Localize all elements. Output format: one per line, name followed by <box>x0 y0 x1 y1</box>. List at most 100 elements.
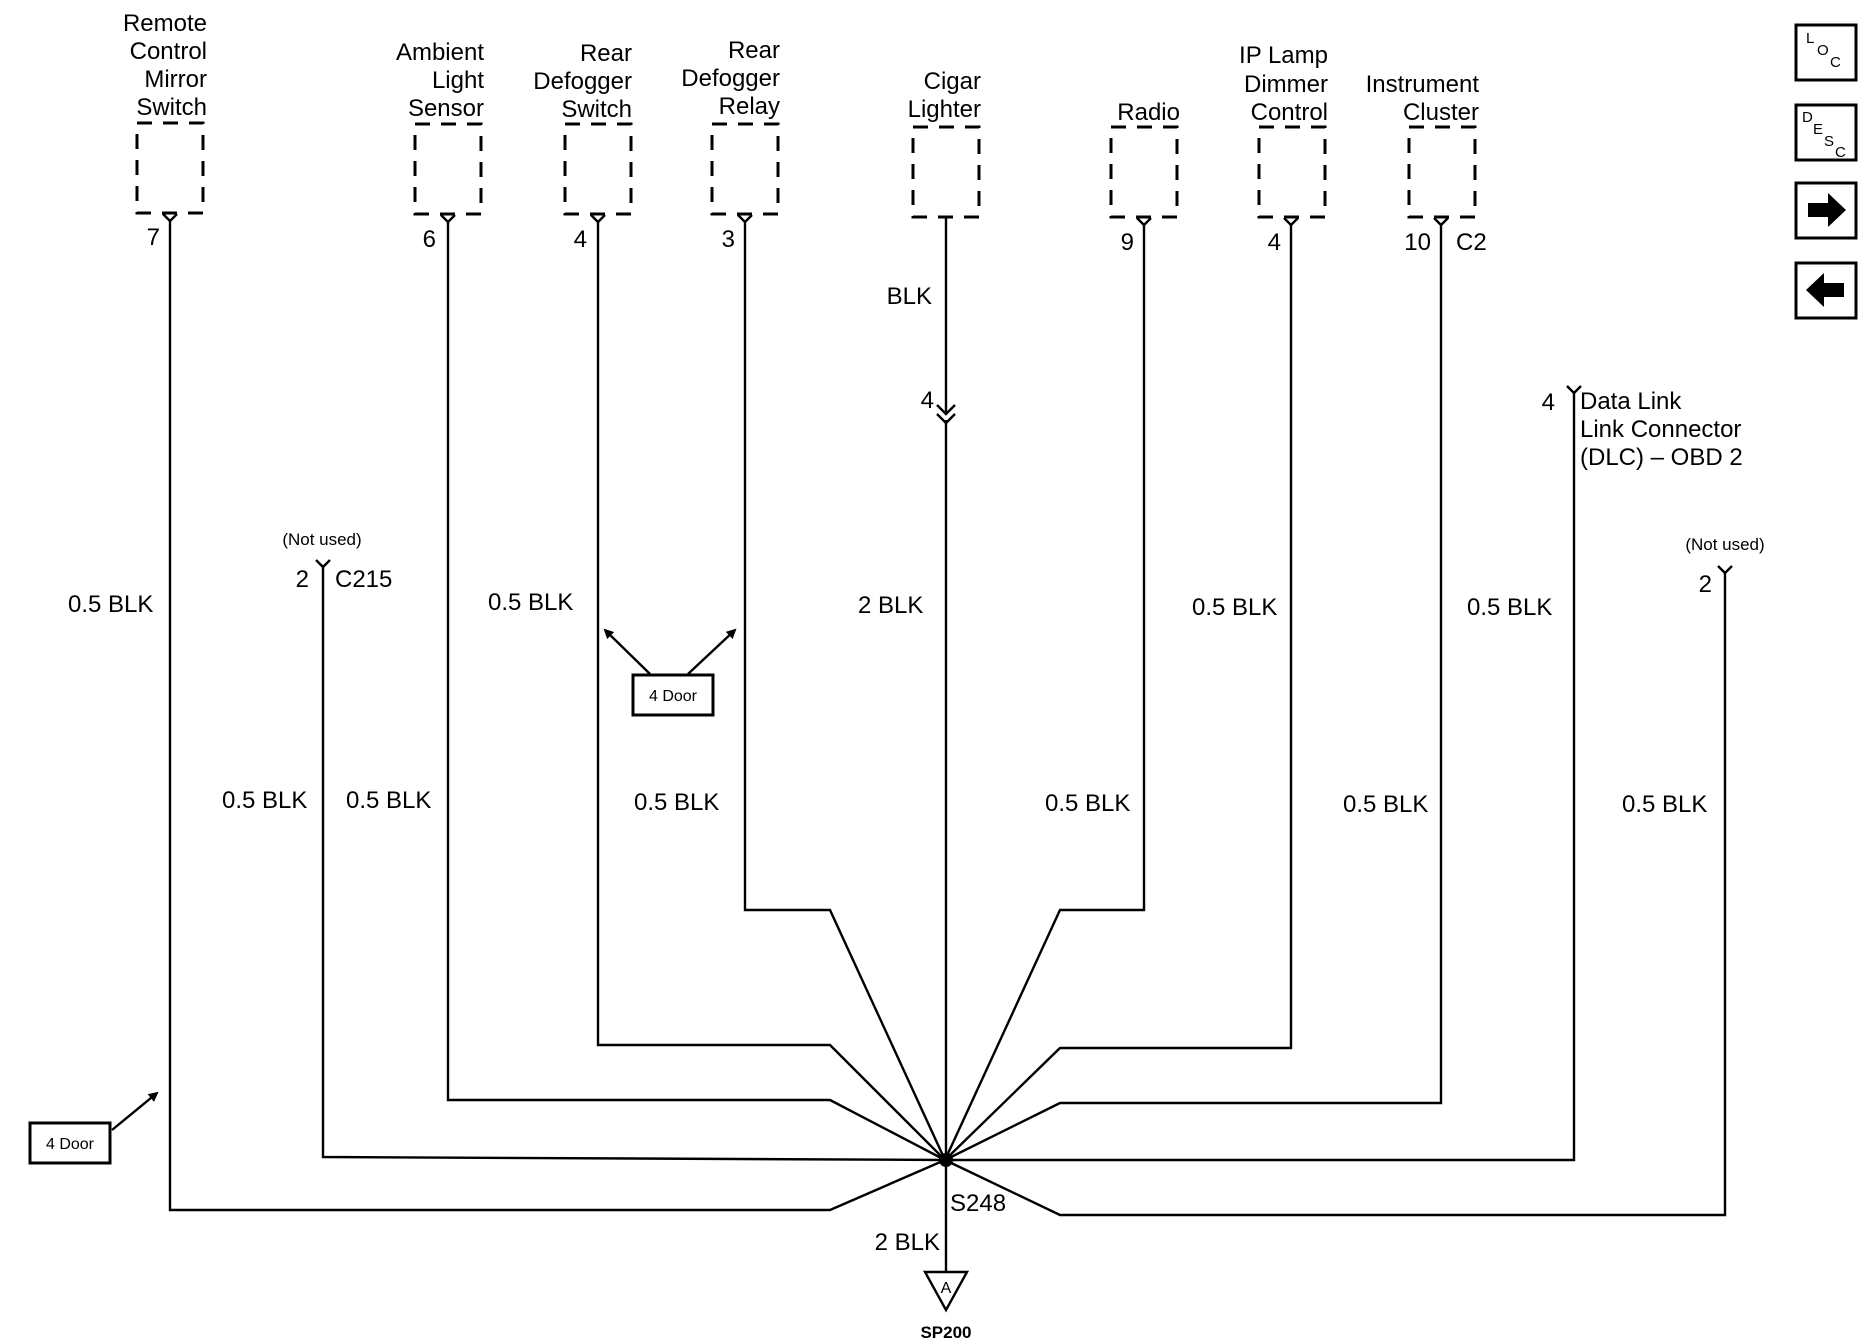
ground-name: SP200 <box>920 1323 971 1342</box>
wire-mirror <box>168 221 946 1212</box>
svg-text:D: D <box>1802 109 1813 126</box>
svg-text:Sensor: Sensor <box>408 95 484 122</box>
right-arrow-icon <box>1808 193 1846 227</box>
component-box-ambient-light-sensor <box>413 122 483 216</box>
option-box-defogger: 4 Door <box>603 628 737 717</box>
component-label-dlc: Data Link Link Connector (DLC) – OBD 2 <box>1580 388 1743 471</box>
component-label-ambient-light-sensor: Ambient Light Sensor <box>396 39 484 122</box>
wire-label-cigar: 2 BLK <box>858 592 923 619</box>
wire-dlc <box>945 393 1576 1162</box>
component-label-rear-defogger-switch: Rear Defogger Switch <box>533 40 632 123</box>
prev-button[interactable] <box>1794 261 1858 320</box>
right-not-used-note: (Not used) <box>1685 535 1764 554</box>
wire-label-cigar-top: BLK <box>887 283 932 310</box>
component-box-rear-defogger-switch <box>563 122 633 216</box>
component-label-ip-lamp-dimmer-control: IP Lamp Dimmer Control <box>1239 42 1328 126</box>
wire-label-dlc-lower: 0.5 BLK <box>1622 791 1707 818</box>
svg-text:4 Door: 4 Door <box>649 688 698 705</box>
wire-cluster <box>944 225 1443 1162</box>
wire-label-defog-relay: 0.5 BLK <box>634 789 719 816</box>
svg-text:Cigar: Cigar <box>924 68 981 95</box>
pin-c215: 2 <box>296 566 309 593</box>
component-box-instrument-cluster <box>1407 125 1477 219</box>
svg-text:4 Door: 4 Door <box>46 1136 95 1153</box>
svg-text:O: O <box>1817 42 1829 59</box>
component-label-radio: Radio <box>1117 99 1180 126</box>
wire-label-defog-switch: 0.5 BLK <box>488 589 573 616</box>
pin-cigar-inline: 4 <box>921 387 934 414</box>
pin-ip-lamp: 4 <box>1268 229 1281 256</box>
wire-radio <box>943 225 1146 1161</box>
wire-ip-lamp <box>944 225 1293 1161</box>
svg-text:Switch: Switch <box>561 96 632 123</box>
ground-symbol: A SP200 <box>920 1270 972 1342</box>
connector-c215: C215 <box>335 566 392 593</box>
svg-text:Cluster: Cluster <box>1403 99 1479 126</box>
splice-name: S248 <box>950 1190 1006 1217</box>
svg-text:Control: Control <box>130 38 207 65</box>
svg-text:Switch: Switch <box>136 94 207 121</box>
component-box-rear-defogger-relay <box>710 122 780 216</box>
pin-right-unused: 2 <box>1699 571 1712 598</box>
pin-cluster: 10 <box>1404 229 1431 256</box>
svg-text:Defogger: Defogger <box>681 65 780 92</box>
component-label-cigar-lighter: Cigar Lighter <box>908 68 981 123</box>
svg-text:Data Link: Data Link <box>1580 388 1682 415</box>
wire-label-cluster: 0.5 BLK <box>1343 791 1428 818</box>
splice-s248 <box>939 1153 953 1167</box>
wire-label-c215: 0.5 BLK <box>222 787 307 814</box>
pin-radio: 9 <box>1121 229 1134 256</box>
svg-text:Rear: Rear <box>728 37 780 64</box>
svg-text:Relay: Relay <box>719 93 780 120</box>
svg-text:Control: Control <box>1251 99 1328 126</box>
component-box-remote-control-mirror-switch <box>135 121 205 215</box>
c215-not-used-note: (Not used) <box>282 530 361 549</box>
component-box-cigar-lighter <box>911 125 981 219</box>
svg-text:Defogger: Defogger <box>533 68 632 95</box>
next-button[interactable] <box>1794 181 1858 240</box>
svg-text:Radio: Radio <box>1117 99 1180 126</box>
component-label-rear-defogger-relay: Rear Defogger Relay <box>681 37 780 120</box>
component-box-ip-lamp-dimmer-control <box>1257 125 1327 219</box>
svg-text:Light: Light <box>432 67 484 94</box>
wire-defog-switch <box>596 222 946 1161</box>
wire-labels: 0.5 BLK 0.5 BLK 0.5 BLK 0.5 BLK 0.5 BLK … <box>68 589 1707 818</box>
ground-letter: A <box>941 1280 952 1297</box>
svg-text:C: C <box>1835 144 1846 161</box>
pin-connectors <box>162 213 1733 575</box>
svg-text:Link Connector: Link Connector <box>1580 416 1741 443</box>
svg-text:Remote: Remote <box>123 10 207 37</box>
svg-text:C: C <box>1830 54 1841 71</box>
component-label-remote-control-mirror-switch: Remote Control Mirror Switch <box>123 10 207 121</box>
wire-label-mirror: 0.5 BLK <box>68 591 153 618</box>
wire-defog-relay <box>743 222 947 1161</box>
pin-dlc: 4 <box>1542 389 1555 416</box>
option-box-mirror: 4 Door <box>28 1091 159 1165</box>
component-label-instrument-cluster: Instrument Cluster <box>1366 71 1480 126</box>
svg-text:L: L <box>1806 30 1814 47</box>
left-arrow-icon <box>1806 273 1844 307</box>
desc-button[interactable]: D E S C <box>1794 103 1858 162</box>
pin-defog-switch: 4 <box>574 226 587 253</box>
svg-text:IP Lamp: IP Lamp <box>1239 42 1328 69</box>
wire-label-radio: 0.5 BLK <box>1045 790 1130 817</box>
svg-text:S: S <box>1824 133 1834 150</box>
component-box-radio <box>1109 125 1179 219</box>
connector-c2: C2 <box>1456 229 1487 256</box>
svg-text:Instrument: Instrument <box>1366 71 1480 98</box>
svg-text:Dimmer: Dimmer <box>1244 71 1328 98</box>
svg-text:Ambient: Ambient <box>396 39 484 66</box>
svg-text:Mirror: Mirror <box>144 66 207 93</box>
pin-ambient: 6 <box>423 226 436 253</box>
wire-label-dlc-upper: 0.5 BLK <box>1467 594 1552 621</box>
svg-text:Rear: Rear <box>580 40 632 67</box>
wire-label-ip-lamp: 0.5 BLK <box>1192 594 1277 621</box>
svg-text:(DLC) – OBD 2: (DLC) – OBD 2 <box>1580 444 1743 471</box>
wire-label-ground: 2 BLK <box>875 1229 940 1256</box>
wires <box>168 217 1727 1272</box>
loc-button[interactable]: L O C <box>1794 23 1858 82</box>
svg-text:E: E <box>1813 121 1823 138</box>
wire-right-unused <box>944 573 1727 1217</box>
wire-ambient <box>446 222 946 1162</box>
